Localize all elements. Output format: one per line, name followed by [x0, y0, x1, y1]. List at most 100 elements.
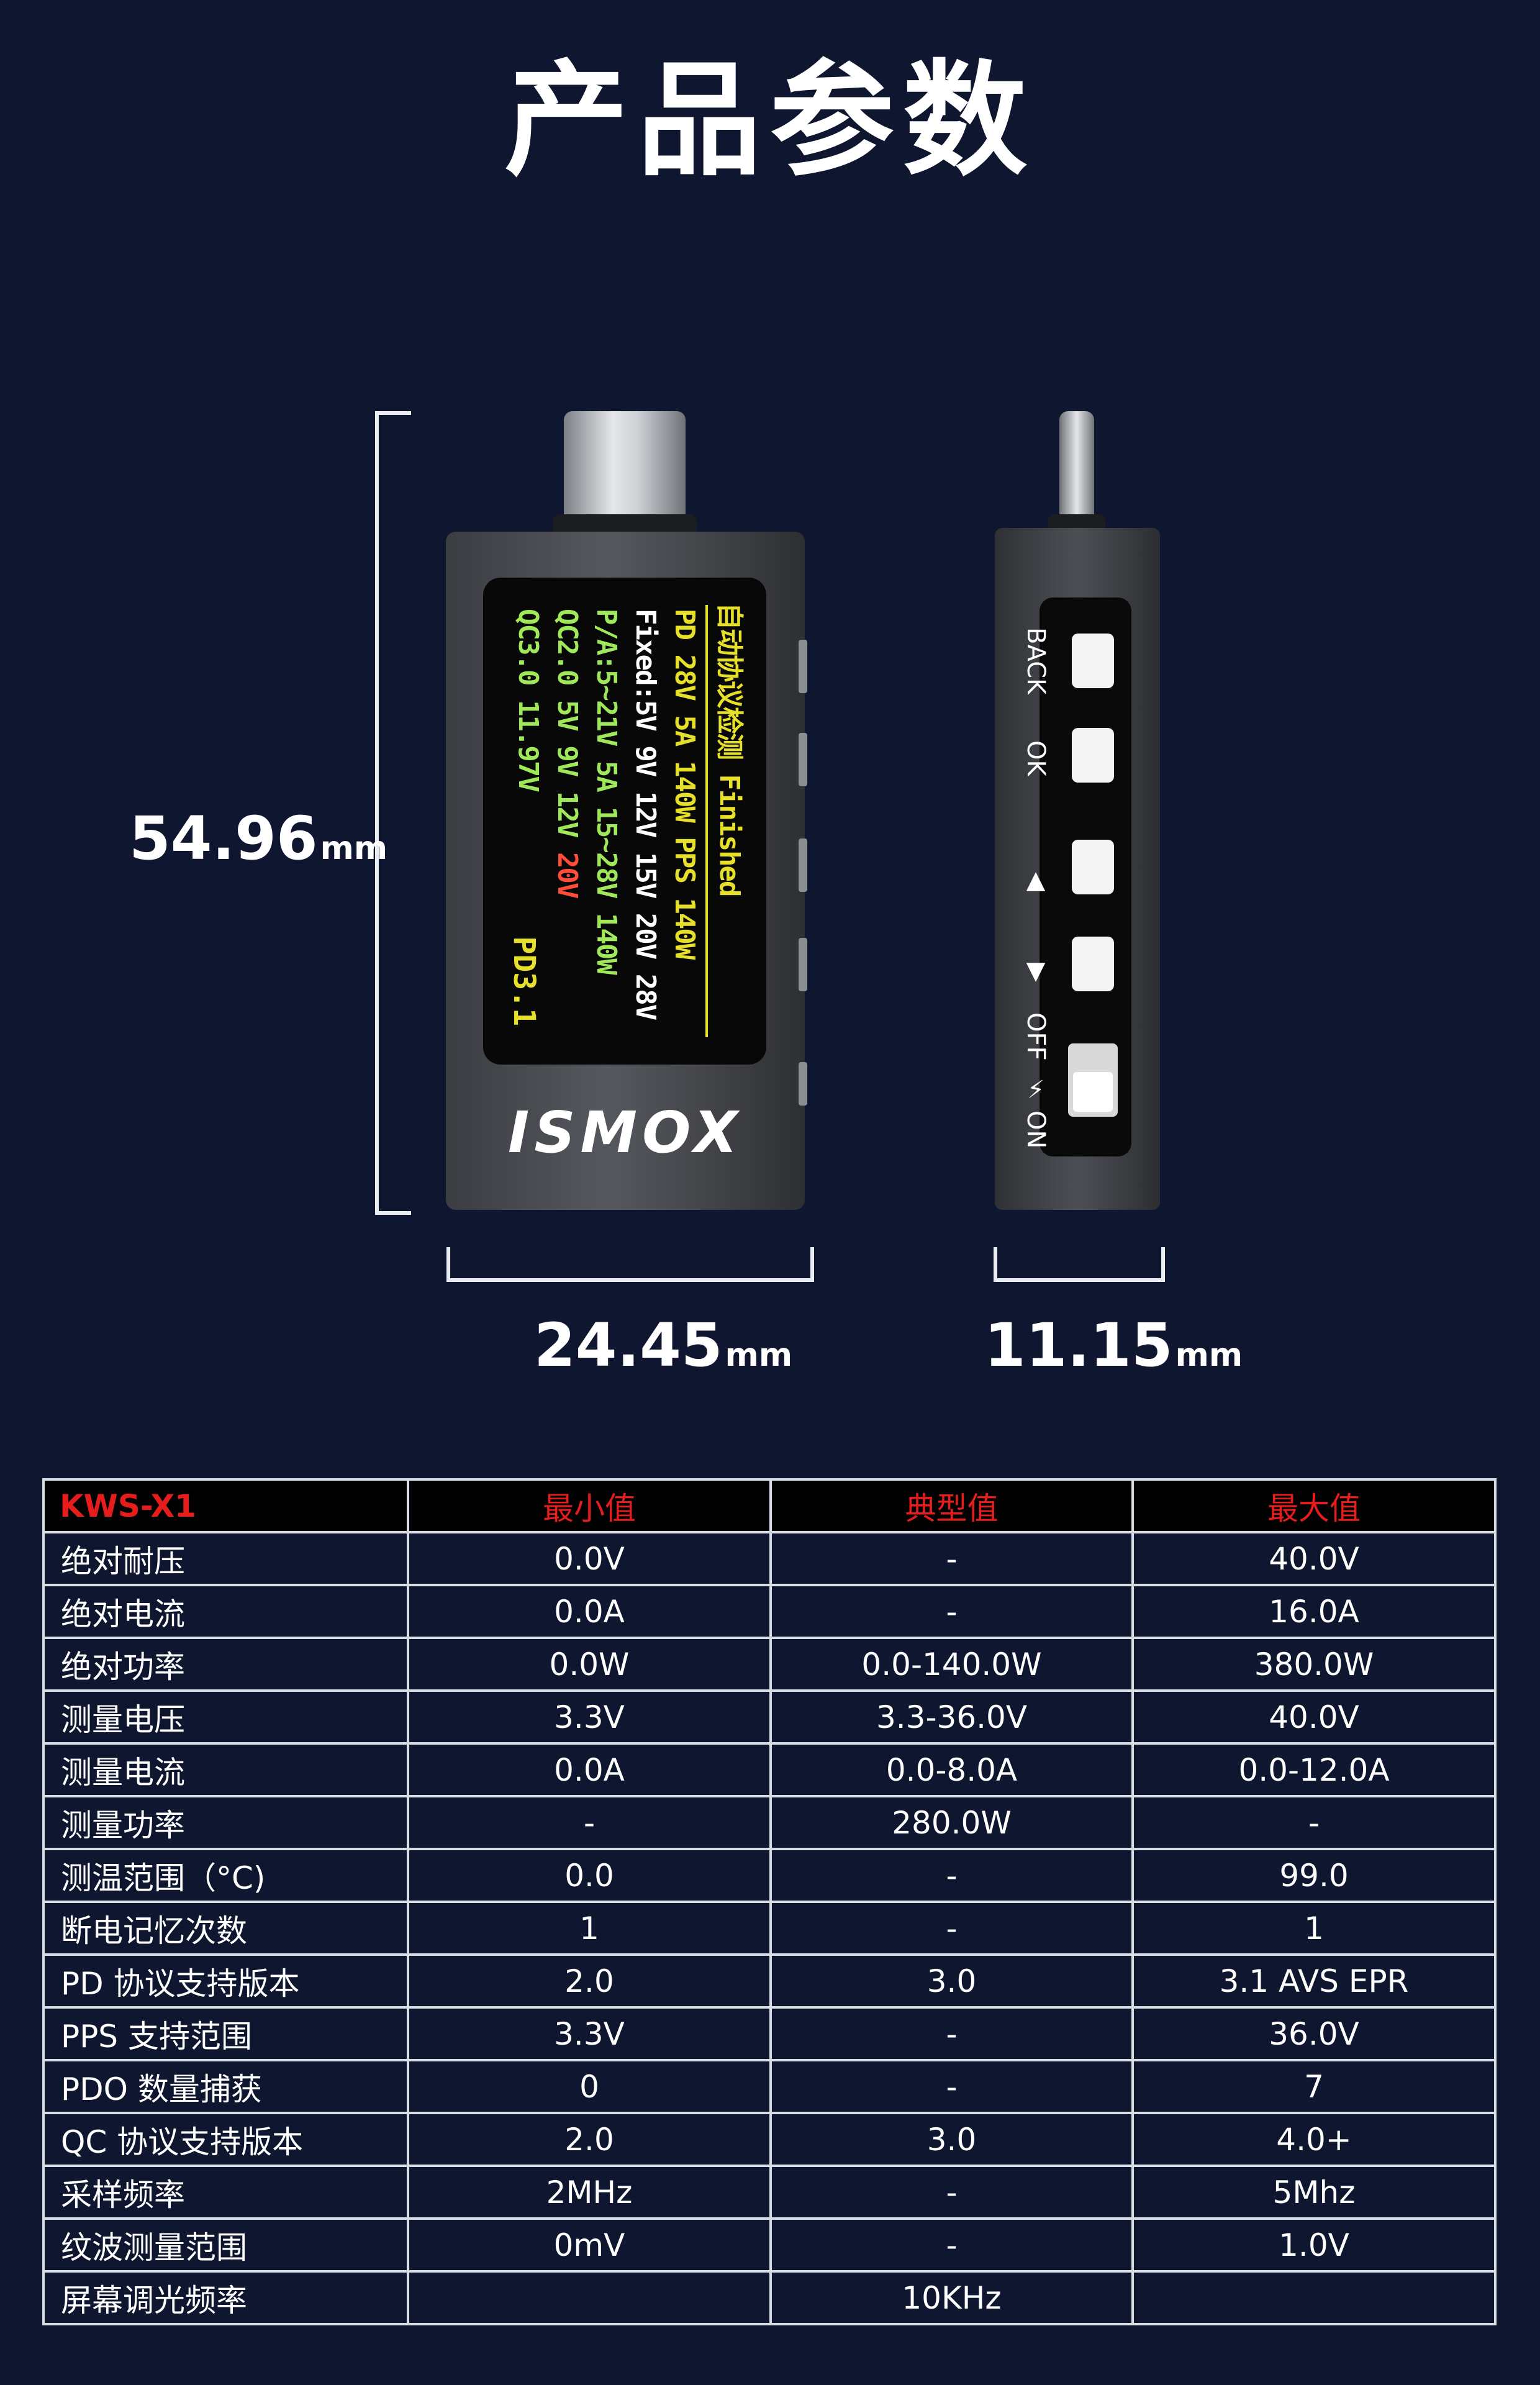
back-label: BACK: [1021, 627, 1050, 695]
row-max: 40.0V: [1131, 1689, 1497, 1745]
row-typical: -: [769, 1848, 1134, 1903]
table-row: 测量功率-280.0W-: [42, 1795, 1497, 1850]
screen-line-qc20: QC2.0 5V 9V 12V 20V: [551, 609, 583, 898]
power-switch-knob[interactable]: [1073, 1072, 1113, 1112]
row-min: 2MHz: [407, 2165, 772, 2220]
row-max: 16.0A: [1131, 1584, 1497, 1639]
off-label: OFF: [1021, 1012, 1050, 1061]
row-max: 36.0V: [1131, 2006, 1497, 2061]
up-button[interactable]: [1072, 840, 1114, 894]
row-max: 40.0V: [1131, 1531, 1497, 1586]
header-min: 最小值: [407, 1478, 772, 1533]
device-screen: 自动协议检测 Finished PD 28V 5A 140W PPS 140W …: [483, 578, 766, 1065]
row-max: 0.0-12.0A: [1131, 1742, 1497, 1797]
table-row: 屏幕调光频率 10KHz: [42, 2270, 1497, 2325]
row-min: 3.3V: [407, 2006, 772, 2061]
row-max: 4.0+: [1131, 2112, 1497, 2167]
screen-title-underline: [705, 605, 708, 1037]
screen-line-pd: PD 28V 5A 140W PPS 140W: [669, 609, 700, 959]
screen-line-pa: P/A:5~21V 5A 15~28V 140W: [591, 609, 622, 974]
row-label: 绝对电流: [42, 1584, 409, 1639]
row-typical: 3.3-36.0V: [769, 1689, 1134, 1745]
row-label: 测量电压: [42, 1689, 409, 1745]
row-label: 绝对耐压: [42, 1531, 409, 1586]
width-dimension-line: [446, 1247, 814, 1282]
height-unit: mm: [320, 830, 388, 867]
row-typical: -: [769, 2006, 1134, 2061]
row-typical: -: [769, 1531, 1134, 1586]
ok-label: OK: [1021, 740, 1050, 776]
row-min: 0.0V: [407, 1531, 772, 1586]
row-label: 测温范围（°C): [42, 1848, 409, 1903]
power-switch[interactable]: [1068, 1043, 1118, 1117]
width-unit: mm: [725, 1337, 793, 1374]
screen-qc20-highlight: 20V: [551, 852, 583, 898]
row-max: 99.0: [1131, 1848, 1497, 1903]
screen-line-qc30: QC3.0 11.97V: [512, 609, 544, 791]
row-label: QC 协议支持版本: [42, 2112, 409, 2167]
device-screen-content: 自动协议检测 Finished PD 28V 5A 140W PPS 140W …: [500, 597, 749, 1045]
ok-button[interactable]: [1072, 728, 1114, 783]
row-typical: 3.0: [769, 2112, 1134, 2167]
row-label: 纹波测量范围: [42, 2217, 409, 2273]
device-edge-key: [799, 640, 807, 693]
page-title: 产品参数: [504, 48, 1036, 193]
row-label: PDO 数量捕获: [42, 2059, 409, 2114]
depth-dimension-line: [994, 1247, 1165, 1282]
row-max: 3.1 AVS EPR: [1131, 1953, 1497, 2009]
depth-dimension-label: 11.15mm: [984, 1315, 1243, 1375]
device-edge-key: [799, 838, 807, 892]
row-typical: 0.0-140.0W: [769, 1637, 1134, 1692]
down-button[interactable]: [1072, 937, 1114, 991]
row-label: 测量功率: [42, 1795, 409, 1850]
row-min: [407, 2270, 772, 2325]
row-min: 0.0A: [407, 1742, 772, 1797]
depth-unit: mm: [1175, 1337, 1243, 1374]
row-label: 断电记忆次数: [42, 1901, 409, 1956]
row-max: 1: [1131, 1901, 1497, 1956]
row-label: 采样频率: [42, 2165, 409, 2220]
depth-value: 11.15: [984, 1311, 1173, 1380]
row-typical: 280.0W: [769, 1795, 1134, 1850]
row-max: 7: [1131, 2059, 1497, 2114]
table-row: 测温范围（°C)0.0-99.0: [42, 1848, 1497, 1903]
row-label: 测量电流: [42, 1742, 409, 1797]
row-min: 0: [407, 2059, 772, 2114]
row-typical: 0.0-8.0A: [769, 1742, 1134, 1797]
header-typical: 典型值: [769, 1478, 1134, 1533]
screen-title: 自动协议检测 Finished: [713, 602, 745, 896]
row-typical: -: [769, 2217, 1134, 2273]
height-value: 54.96: [129, 804, 318, 873]
brand-logo: ISMOX: [508, 1099, 743, 1166]
row-min: -: [407, 1795, 772, 1850]
row-label: 屏幕调光频率: [42, 2270, 409, 2325]
row-min: 1: [407, 1901, 772, 1956]
row-typical: 3.0: [769, 1953, 1134, 2009]
row-typical: -: [769, 2059, 1134, 2114]
row-label: PPS 支持范围: [42, 2006, 409, 2061]
header-max: 最大值: [1131, 1478, 1497, 1533]
row-min: 3.3V: [407, 1689, 772, 1745]
on-label: ON: [1021, 1111, 1050, 1149]
row-max: 380.0W: [1131, 1637, 1497, 1692]
row-max: 5Mhz: [1131, 2165, 1497, 2220]
width-value: 24.45: [534, 1311, 723, 1380]
bolt-icon: ⚡: [1021, 1076, 1050, 1104]
row-min: 0.0: [407, 1848, 772, 1903]
height-dimension-label: 54.96mm: [129, 809, 387, 868]
row-typical: 10KHz: [769, 2270, 1134, 2325]
row-max: 1.0V: [1131, 2217, 1497, 2273]
back-button[interactable]: [1072, 634, 1114, 688]
usb-c-plug-side: [1059, 411, 1094, 524]
